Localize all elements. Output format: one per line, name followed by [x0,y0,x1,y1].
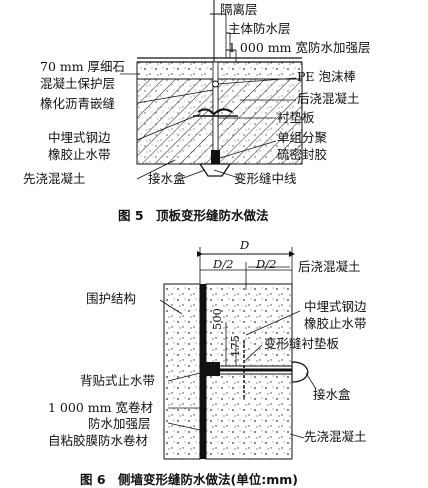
fig6-dim-d-label: D [240,238,250,252]
fig5-label-sulfide-sealant: 硫密封胶 [277,147,328,162]
fig6-label-back-stop: 背贴式止水带 [80,373,156,388]
fig6-pre-pour [205,373,293,460]
fig5-label-steel-1: 中埋式钢边 [48,130,111,145]
fig6-label-membrane: 1 000 mm 宽卷材 [48,400,153,415]
fig5-label-water-box: 接水盒 [148,171,186,186]
fig6-label-steel-1: 中埋式钢边 [304,299,367,314]
fig6-label-self-adhesive: 自粘胶膜防水卷材 [48,433,149,448]
fig6-caption: 图 6 侧墙变形缝防水做法(单位:mm) [80,472,299,487]
fig5-label-rubber-asphalt: 橡化沥青嵌缝 [40,96,116,111]
fig6-label-steel-2: 橡胶止水带 [304,316,367,331]
fig6-water-box [291,361,309,383]
fig5-label-pe-rod: PE 泡沫棒 [297,69,357,84]
fig5-label-pre-pour: 先浇混凝土 [23,171,86,186]
fig6-label-water-box: 接水盒 [313,387,351,402]
fig6-dim-half-right: D/2 [256,257,277,271]
fig6-label-enclosure: 围护结构 [86,291,137,306]
figure5-drawing [120,0,303,181]
fig5-pe-rod [212,80,219,88]
fig5-label-fine-stone: 70 mm 厚细石 [40,59,126,74]
fig5-label-post-pour: 后浇混凝土 [297,91,360,106]
fig6-dim-500: 500 [210,308,224,330]
fig6-label-post-pour: 后浇混凝土 [298,259,361,274]
fig6-label-joint-backing: 变形缝衬垫板 [264,336,340,351]
fig5-label-steel-2: 橡胶止水带 [48,147,111,162]
fig5-protective-layer [136,61,303,80]
fig5-label-protective: 混凝土保护层 [40,76,116,91]
fig6-label-pre-pour: 先浇混凝土 [304,429,367,444]
fig6-dim-175: 175 [228,335,242,357]
fig5-label-isolation: 隔离层 [220,2,258,17]
figure6-drawing [159,247,317,460]
fig5-sealant [211,150,220,164]
fig5-label-main-waterproof: 主体防水层 [228,21,291,36]
fig5-label-centerline: 变形缝中线 [234,171,297,186]
fig5-caption: 图 5 顶板变形缝防水做法 [118,208,269,223]
fig5-label-backing: 衬垫板 [277,110,315,125]
fig6-dim-half-left: D/2 [213,257,234,271]
fig6-enclosure [163,283,201,460]
fig5-waterstop [197,108,233,116]
fig5-label-polysulfide: 单组分聚 [277,130,328,145]
fig6-label-reinforce: 防水加强层 [88,416,151,431]
fig5-label-reinforcement: 1 000 mm 宽防水加强层 [228,40,371,55]
